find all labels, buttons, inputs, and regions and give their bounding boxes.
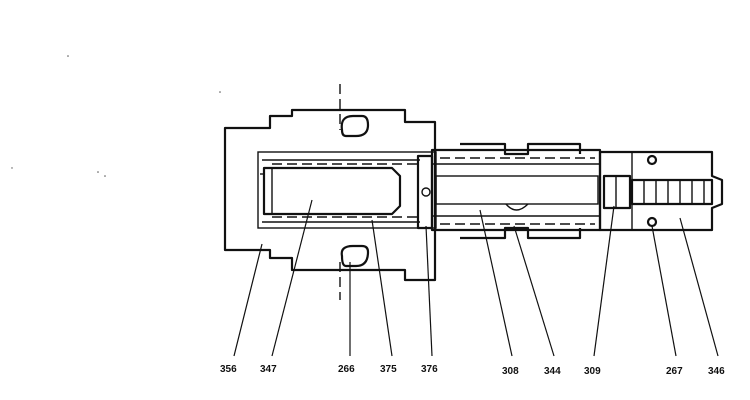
housing-356 — [223, 108, 437, 282]
callout-375: 375 — [380, 364, 397, 375]
leader-lines — [233, 199, 719, 357]
plunger-347 — [262, 166, 402, 216]
nut-309 — [602, 174, 632, 210]
land-groove-lower-344 — [460, 226, 582, 240]
callout-346: 346 — [708, 366, 725, 377]
callout-267: 267 — [666, 366, 683, 377]
land-groove-upper-344 — [460, 142, 582, 156]
screw-thread — [643, 180, 705, 204]
adjusting-screw — [630, 178, 714, 206]
o-ring-upper-266 — [340, 114, 370, 138]
o-ring-267-top — [646, 154, 658, 166]
sleeve-308 — [430, 148, 602, 232]
callout-labels: 356 347 266 375 376 308 344 309 267 346 — [220, 364, 725, 377]
spool-rod — [435, 175, 599, 205]
callout-309: 309 — [584, 366, 601, 377]
callout-347: 347 — [260, 364, 277, 375]
adjuster-housing-346 — [598, 150, 724, 232]
spool-notch — [505, 203, 529, 211]
callout-376: 376 — [421, 364, 438, 375]
scan-specks — [11, 55, 221, 177]
callout-266: 266 — [338, 364, 355, 375]
callout-308: 308 — [502, 366, 519, 377]
o-ring-267 — [646, 216, 658, 228]
callout-356: 356 — [220, 364, 237, 375]
o-ring-lower-266 — [340, 244, 370, 268]
callout-344: 344 — [544, 366, 561, 377]
spool-end-hole — [421, 187, 431, 197]
